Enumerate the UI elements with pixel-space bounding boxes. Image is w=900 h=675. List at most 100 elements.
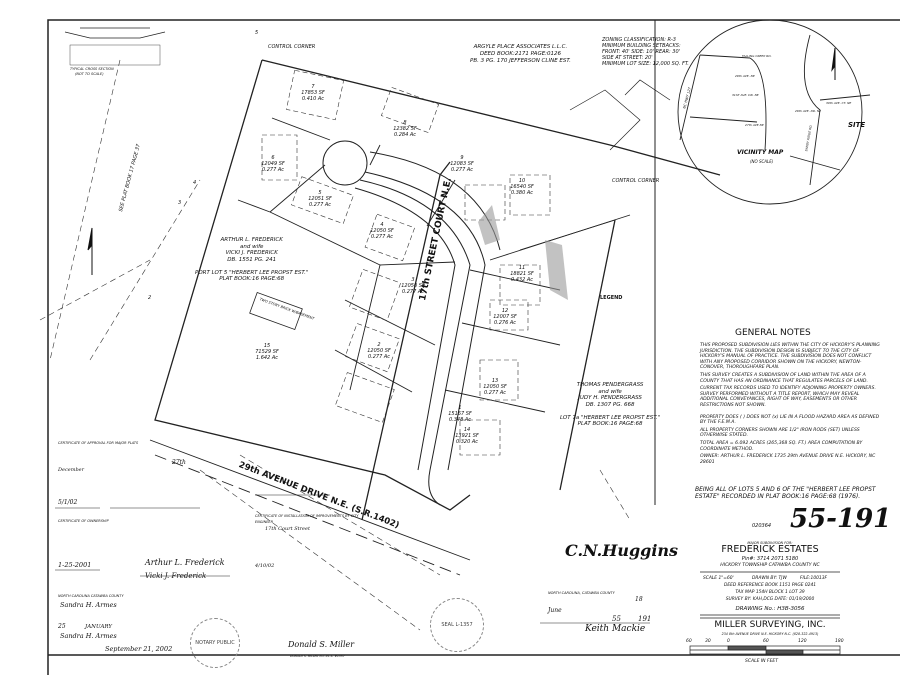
scale-tick: 60 xyxy=(686,639,692,644)
note: THIS SURVEY CREATES A SUBDIVISION OF LAN… xyxy=(700,372,868,384)
adjoiner-line: PLAT BOOK:16 PAGE:68 xyxy=(219,276,285,282)
adjoiner-argyle: ARGYLE PLACE ASSOCIATES L.L.C. DEED BOOK… xyxy=(470,44,571,65)
adjoiner-line: JUDY H. PENDERGRASS xyxy=(578,395,642,401)
scale-tick: 180 xyxy=(835,639,844,644)
company-address: 234 8th AVENUE DRIVE N.E. HICKORY N.C. (… xyxy=(721,632,819,636)
ownership-date: 1-25-2001 xyxy=(58,561,92,569)
tax-map: TAX MAP 154H BLOCK 1 LOT 39 xyxy=(735,590,805,595)
existing-house xyxy=(249,291,303,331)
adjoiner-line: PLAT BOOK:16 PAGE:68 xyxy=(577,421,643,427)
file-code: FILE:10013F xyxy=(800,576,828,581)
drawn-by: DRAWN BY: TJW xyxy=(752,576,787,581)
vicinity-road: 29th AVE. NE xyxy=(735,74,755,78)
general-notes: THIS PROPOSED SUBDIVISION LIES WITHIN TH… xyxy=(700,343,880,467)
adjoiner-line: DB. 1307 PG. 668 xyxy=(585,401,635,408)
title-header: MAJOR SUBDIVISION FOR: xyxy=(747,541,793,545)
zoning-info: ZONING CLASSIFICATION: R-3 MINIMUM BUILD… xyxy=(602,37,689,67)
control-corner-label: CONTROL CORNER xyxy=(268,44,316,50)
approval-cert-title: CERTIFICATE OF APPROVAL FOR MAJOR PLATS xyxy=(58,441,139,445)
surveyor-signature: Donald S. Miller xyxy=(288,640,355,649)
note: TOTAL AREA = 6.092 ACRES (265,368 SQ. FT… xyxy=(700,440,863,452)
file-number: 020364 xyxy=(752,523,772,529)
control-corner-label: CONTROL CORNER xyxy=(612,178,660,184)
vicinity-road: FALLING CREEK RD. xyxy=(742,54,772,58)
notary-name: Sandra H. Armes xyxy=(60,601,117,609)
scale-caption: SCALE IN FEET xyxy=(745,659,779,664)
notary-signature: Sandra H. Armes xyxy=(60,632,117,640)
adjoiner-line: ARGYLE PLACE ASSOCIATES L.L.C. xyxy=(473,44,568,50)
improvements-cert-title: CERTIFICATE OF INSTALLATION OF IMPROVEME… xyxy=(255,514,359,524)
note: OWNER: ARTHUR L. FREDERICK 1735 29th AVE… xyxy=(700,454,876,465)
zoning-line: FRONT: 40' SIDE: 10' REAR: 30' xyxy=(602,49,681,55)
adjoining-lot-number: 5 xyxy=(255,30,259,36)
register-state: NORTH CAROLINA, CATAWBA COUNTY xyxy=(548,591,615,595)
adjoiner-line: VICKI J. FREDERICK xyxy=(225,250,278,256)
scale-tick: 60 xyxy=(763,639,769,644)
register-day: 18 xyxy=(635,596,643,603)
adjoiner-line: DEED BOOK:2171 PAGE:0126 xyxy=(479,51,562,57)
improvements-item: 17th Court Street xyxy=(265,526,310,532)
surveyor-seal: SEAL L-1357 xyxy=(430,598,484,652)
adjoiner-line: and wife xyxy=(598,388,622,395)
deed-reference: DEED REFERENCE BOOK 1151 PAGE 0241 xyxy=(723,583,817,588)
company-name: MILLER SURVEYING, INC. xyxy=(714,620,826,630)
zoning-line: SIDE AT STREET: 20' xyxy=(602,55,653,61)
pin-number: Pin#: 3714 2071 5180 xyxy=(741,556,799,562)
adjoining-lot-number: 3 xyxy=(178,200,182,206)
register-signature: Keith Mackie xyxy=(585,624,646,634)
owner-signature-2: Vicki J. Frederick xyxy=(145,572,207,580)
note: THIS PROPOSED SUBDIVISION LIES WITHIN TH… xyxy=(700,343,880,371)
adjoining-lot-number: 4 xyxy=(193,180,197,186)
scale-tick: 120 xyxy=(798,639,807,644)
vicinity-road: 31ST AVE. DR. NE xyxy=(732,93,759,97)
page-border xyxy=(47,19,900,675)
vicinity-site-label: SITE xyxy=(848,121,866,129)
adjoining-lot-number: 2 xyxy=(148,295,152,301)
north-arrow-icon xyxy=(87,227,93,275)
being-statement: BEING ALL OF LOTS 5 AND 6 OF THE "HERBER… xyxy=(695,486,876,500)
adjoiner-frederick: ARTHUR L. FREDERICK and wife VICKI J. FR… xyxy=(195,237,308,283)
adjoiner-line: PB. 3 PG. 170 JEFFERSON CLINE EST. xyxy=(470,58,571,64)
notary-day: 25 xyxy=(58,623,66,630)
surveyor-caption: DONALD S. MILLER N.C.P.L.S. #1357 xyxy=(290,654,345,658)
typical-section-note: (NOT TO SCALE) xyxy=(75,72,104,76)
street-29th-avenue xyxy=(149,439,471,576)
city-engineer-date: 4/10/02 xyxy=(255,563,275,569)
zoning-line: MINIMUM BUILDING SETBACKS: xyxy=(602,43,681,49)
zoning-line: MINIMUM LOT SIZE: 12,000 SQ. FT. xyxy=(602,61,689,67)
adjoiner-line: DB. 1551 PG. 241 xyxy=(227,256,277,263)
survey-by: SURVEY BY: KAH,DCG DATE: 01/19/2000 xyxy=(725,597,815,602)
vicinity-road: 30th AVE. CT. NE xyxy=(826,101,852,105)
zoning-line: ZONING CLASSIFICATION: R-3 xyxy=(602,37,676,43)
notary-state: NORTH CAROLINA CATAWBA COUNTY xyxy=(58,594,124,598)
general-notes-title: GENERAL NOTES xyxy=(735,328,811,338)
approval-month: December xyxy=(58,467,85,473)
note: PROPERTY DOES ( ) DOES NOT (x) LIE IN A … xyxy=(700,414,880,426)
scale-text: SCALE 1"=60' xyxy=(703,576,734,581)
notary-expiration: September 21, 2002 xyxy=(105,645,173,653)
approval-meeting-day: 27th xyxy=(172,459,186,466)
vicinity-map-title: VICINITY MAP xyxy=(737,149,784,156)
notary-month: JANUARY xyxy=(85,624,113,630)
scale-bar xyxy=(689,645,841,655)
note: CURRENT TAX RECORDS USED TO IDENTIFY ADJ… xyxy=(700,386,876,408)
register-book: 55 xyxy=(612,615,621,623)
scale-tick: 30 xyxy=(705,639,711,644)
property-boundary xyxy=(154,59,721,521)
adjoiner-line: PORT LOT 5 "HERBERT LEE PROPST EST." xyxy=(195,269,309,276)
note: ALL PROPERTY CORNERS SHOWN ARE 1/2" IRON… xyxy=(700,427,860,439)
adjoiner-line: THOMAS PENDERGRASS xyxy=(576,382,644,388)
vicinity-map-subtitle: (NO SCALE) xyxy=(750,159,774,164)
